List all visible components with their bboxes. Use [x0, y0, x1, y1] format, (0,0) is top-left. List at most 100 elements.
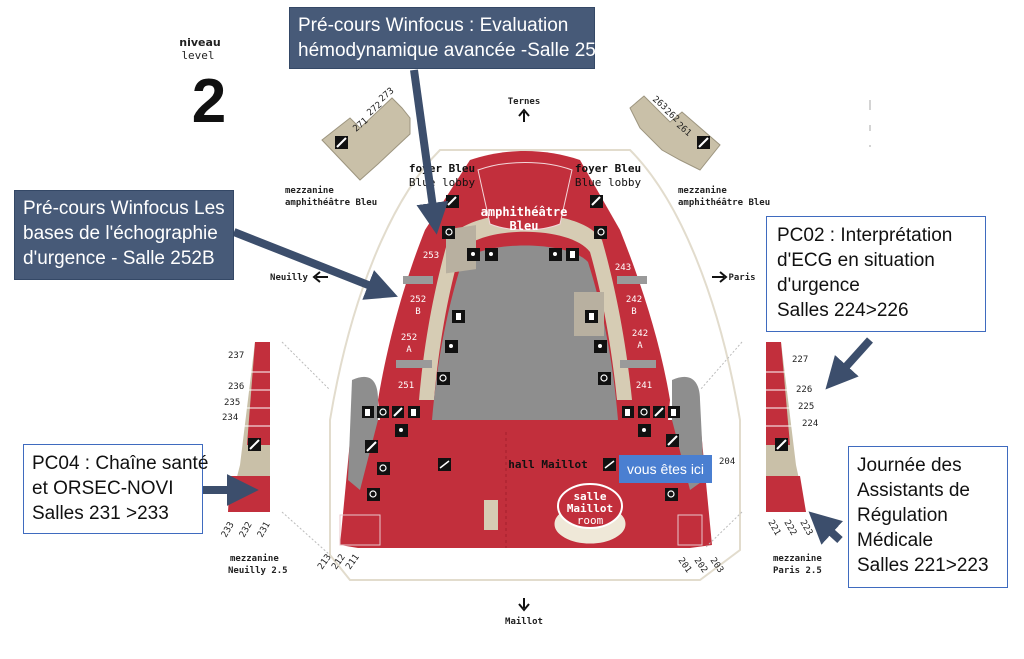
foyer-left-sublabel: Blue lobby: [409, 176, 476, 189]
salle-label-1: salle: [573, 490, 606, 503]
callout-line: Salles 224>226: [777, 300, 909, 321]
stairs-icon: [666, 434, 679, 447]
room-label-225: 225: [798, 402, 814, 412]
mezzanine-caption-line: amphithéâtre Bleu: [285, 197, 377, 208]
stairs-icon: [446, 195, 459, 208]
room-label-235: 235: [224, 398, 240, 408]
mezzanine-amphi-right-caption: mezzanine amphithéâtre Bleu: [678, 185, 770, 208]
toilet-icon: [395, 424, 408, 437]
toilet-icon: [467, 248, 480, 261]
room-label-227: 227: [792, 355, 808, 365]
service-icons: [362, 195, 680, 501]
panel: [339, 514, 381, 546]
room-separators: [396, 276, 656, 368]
mezzanine-amphi-right: 263 262 261: [629, 95, 721, 171]
room-label-211: 211: [344, 553, 362, 572]
room-label-243: 243: [615, 263, 631, 273]
toilet-icon: [549, 248, 562, 261]
callout-line: d'urgence: [777, 275, 860, 296]
arrow-icon: [232, 228, 398, 300]
elevator-icon: [566, 248, 579, 261]
level-number: 2: [192, 67, 226, 136]
callout-line: Pré-cours Winfocus : Evaluation: [298, 15, 569, 36]
room-label-234: 234: [222, 413, 238, 423]
direction-north: Ternes: [508, 97, 541, 122]
direction-south: Maillot: [505, 598, 543, 627]
room-label-212: 212: [330, 553, 348, 572]
foyer-right-sublabel: Blue lobby: [575, 176, 642, 189]
callout-line: Pré-cours Winfocus Les: [23, 198, 225, 219]
elevator-icon: [585, 310, 598, 323]
mezzanine-amphi-left: 273 272 271: [321, 86, 411, 181]
stairs-icon: [365, 440, 378, 453]
arrow-down-icon: [518, 598, 530, 612]
toilet-icon: [638, 424, 651, 437]
callout-line: Assistants de: [857, 480, 970, 501]
mezzanine-caption-line: mezzanine: [773, 553, 822, 564]
direction-west: Neuilly: [270, 271, 328, 283]
left-rooms: 253 252 B 252 A 251: [398, 251, 439, 391]
direction-label-north: Ternes: [508, 97, 541, 107]
room-label-223: 223: [797, 519, 814, 538]
room-label-232: 232: [238, 520, 255, 539]
room-label-237: 237: [228, 351, 244, 361]
left-wall: [348, 376, 378, 490]
callout-line: Médicale: [857, 530, 934, 551]
toilet-icon: [485, 248, 498, 261]
room-label-226: 226: [796, 385, 812, 395]
level-indicator: niveau level 2: [179, 36, 226, 136]
arrow-left-icon: [312, 271, 328, 283]
mezzanine-caption-line: mezzanine: [285, 185, 334, 196]
right-rooms: 243 242 B 242 A 241: [615, 263, 652, 391]
callout-line: d'ECG en situation: [777, 250, 935, 271]
direction-label-east: Paris: [728, 272, 755, 283]
room-label-233: 233: [220, 520, 237, 539]
accessible-icon: [442, 226, 455, 239]
mezzanine-caption-line: mezzanine: [230, 553, 279, 564]
arrow-icon: [825, 337, 873, 390]
accessible-icon: [437, 372, 450, 385]
accessible-icon: [377, 406, 389, 418]
arrow-icon: [808, 511, 843, 545]
salle-maillot: salle Maillot room: [553, 483, 627, 545]
callout-line: hémodynamique avancée -Salle 253: [298, 40, 607, 61]
room-label-253: 253: [423, 251, 439, 261]
hall-maillot-shape: [340, 420, 712, 548]
elevator-icon: [622, 406, 634, 418]
room-label-242a: A: [637, 341, 643, 351]
foyer-right-label: foyer Bleu: [575, 162, 641, 175]
salle-label-2: Maillot: [567, 502, 613, 515]
panel: [677, 514, 703, 546]
callout-arrows: [202, 69, 873, 545]
direction-east: Paris: [712, 271, 756, 283]
accessible-icon: [377, 462, 390, 475]
callout-line: Journée des: [857, 455, 962, 476]
level-label-fr: niveau: [179, 36, 221, 49]
mezzanine-paris: 227 226 225 224 221 222 223 mezzanine Pa…: [765, 342, 822, 576]
panel: [484, 500, 498, 530]
direction-label-west: Neuilly: [270, 272, 309, 283]
salle-label-3: room: [577, 514, 604, 527]
callout-regulation: Journée des Assistants de Régulation Méd…: [848, 446, 1008, 588]
you-are-here-marker: vous êtes ici: [619, 455, 713, 483]
callout-pc02: PC02 : Interprétation d'ECG en situation…: [766, 216, 986, 332]
stairs-icon: [653, 406, 665, 418]
room-label-251: 251: [398, 381, 414, 391]
mezzanine-neuilly: 237 236 235 234 233 232 231 mezzanine Ne…: [220, 342, 288, 576]
accessible-icon: [598, 372, 611, 385]
amphitheatre-label-2: Bleu: [510, 219, 539, 233]
room-label-222: 222: [781, 519, 798, 538]
amphitheatre-label-1: amphithéâtre: [481, 205, 568, 219]
elevator-icon: [452, 310, 465, 323]
callout-line: et ORSEC-NOVI: [32, 478, 174, 499]
toilet-icon: [445, 340, 458, 353]
foyer-left-label: foyer Bleu: [409, 162, 475, 175]
room-label-252b: B: [415, 307, 420, 317]
room-label-242b: B: [631, 307, 636, 317]
room-label-236: 236: [228, 382, 244, 392]
room-label-241: 241: [636, 381, 652, 391]
elevator-icon: [408, 406, 420, 418]
connector-lines: [281, 341, 743, 556]
room-label-242-a: 242: [632, 329, 648, 339]
